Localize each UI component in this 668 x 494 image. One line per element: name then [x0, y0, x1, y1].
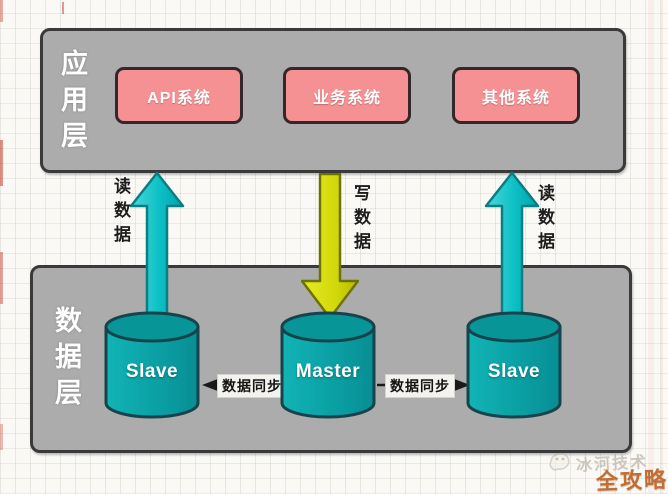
write-data-arrow-icon: [301, 173, 359, 320]
other-system-box: 其他系统: [452, 67, 580, 124]
paper-edge-tint: [661, 0, 663, 494]
master-database: Master: [278, 309, 378, 421]
write-data-label: 写数据: [351, 184, 370, 256]
application-layer-container: 应用层 API系统 业务系统 其他系统: [40, 28, 626, 173]
mascot-icon: [549, 453, 570, 471]
data-layer-label: 数据层: [51, 306, 81, 414]
read-data-arrow-left-icon: [129, 171, 185, 320]
sync-label-left: 数据同步: [217, 374, 287, 398]
database-cylinder-icon: [280, 311, 376, 419]
paper-edge-mark: [0, 252, 3, 304]
sync-label-right: 数据同步: [385, 374, 455, 398]
application-layer-label: 应用层: [57, 49, 87, 157]
paper-edge-mark: [62, 2, 64, 14]
database-name: Master: [295, 361, 361, 382]
watermark: 冰河技术 全攻略: [548, 446, 668, 494]
business-system-box: 业务系统: [283, 67, 411, 124]
read-data-label-right: 读数据: [535, 184, 554, 256]
database-name: Slave: [125, 361, 179, 382]
database-name: Slave: [487, 361, 541, 382]
database-cylinder-icon: [104, 311, 200, 419]
database-cylinder-icon: [466, 311, 562, 419]
paper-edge-mark: [0, 424, 3, 450]
read-data-label-left: 读数据: [111, 177, 130, 249]
paper-edge-mark: [0, 140, 3, 186]
slave-database-right: Slave: [464, 309, 564, 421]
api-system-box: API系统: [115, 67, 243, 124]
slave-database-left: Slave: [102, 309, 202, 421]
paper-edge-tint: [648, 0, 654, 494]
watermark-badge: 全攻略: [595, 466, 668, 494]
paper-edge-mark: [0, 0, 3, 22]
